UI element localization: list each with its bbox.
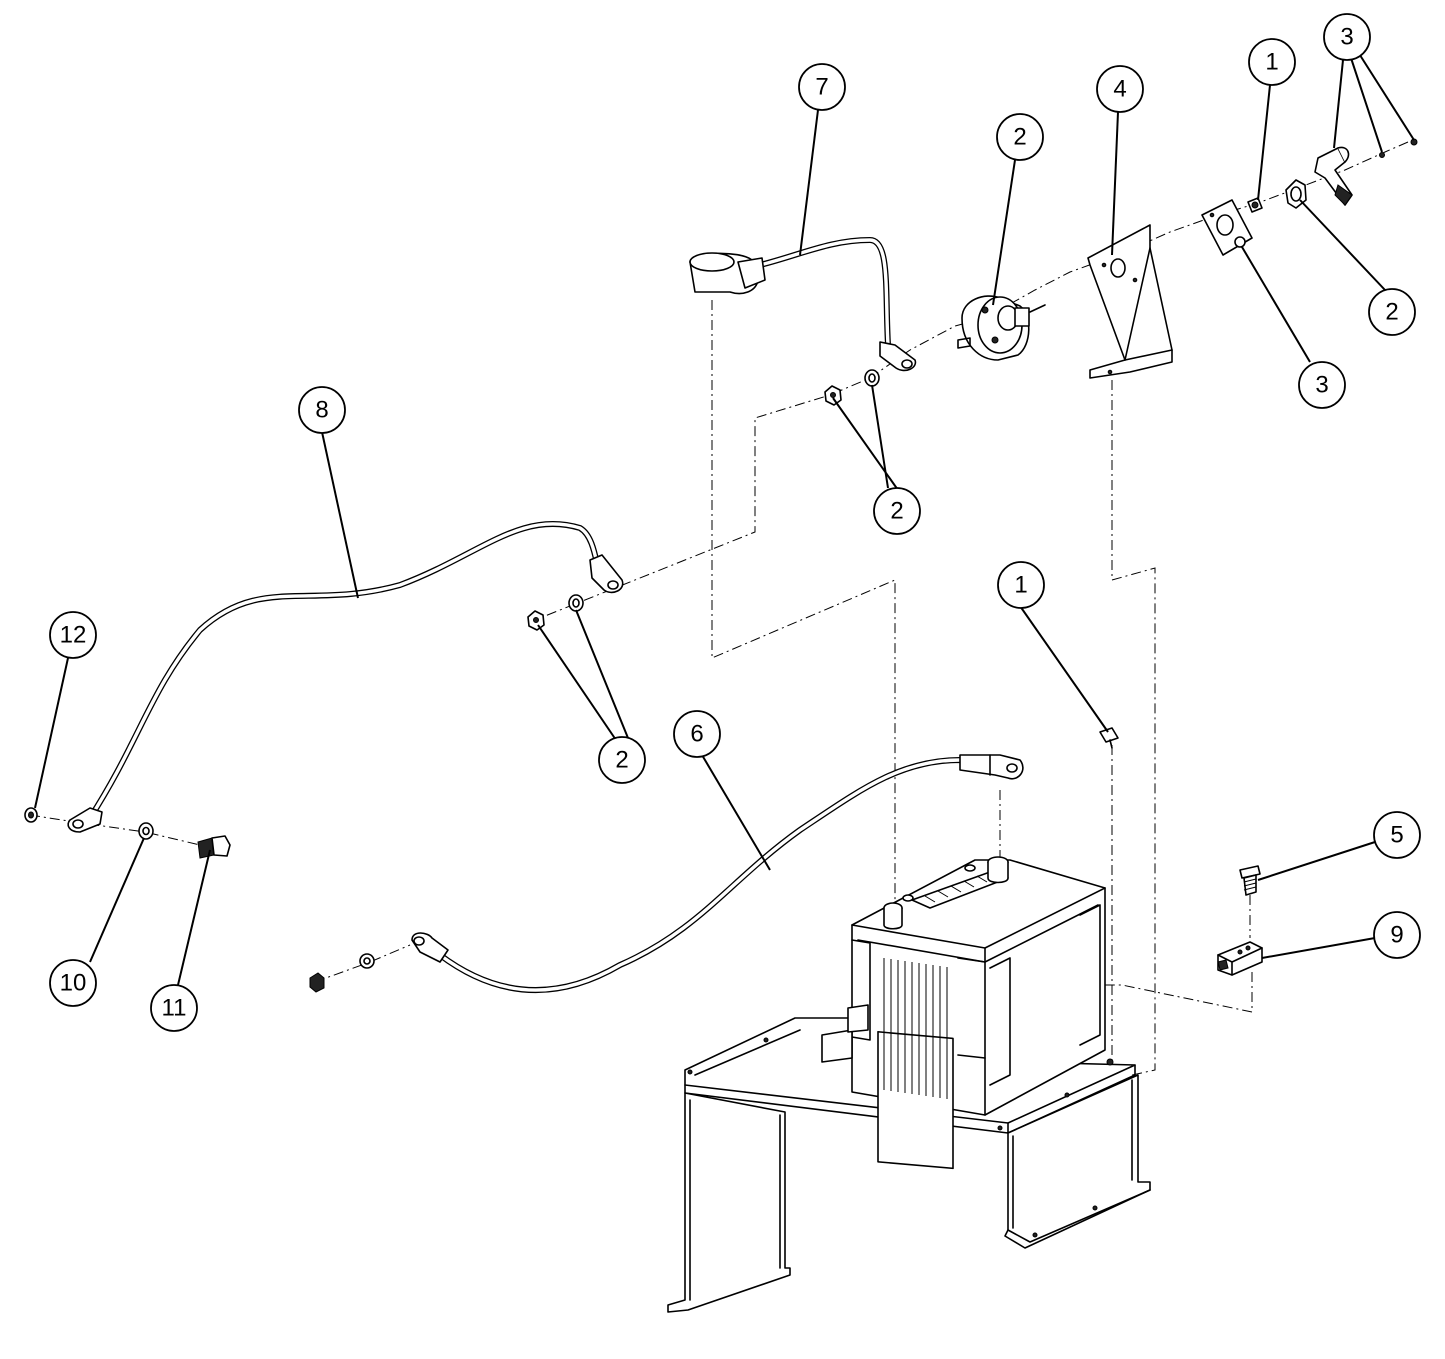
callout-2-lower-pair-label: 2 (615, 747, 628, 774)
switch-plate-3 (1201, 199, 1253, 256)
callout-8-label: 8 (315, 397, 328, 424)
callout-2-switch-label: 2 (1013, 124, 1026, 151)
callout-11-label: 11 (162, 995, 187, 1022)
callout-1-top: 1 (1248, 38, 1296, 86)
callout-4-label: 4 (1113, 76, 1126, 103)
alignment-lines (29, 141, 1409, 1095)
callout-5-label: 5 (1390, 822, 1403, 849)
callout-10-label: 10 (60, 970, 87, 997)
battery (821, 856, 1106, 1170)
callout-5: 5 (1373, 811, 1421, 859)
cable-6 (411, 754, 1024, 994)
callout-3-plate: 3 (1298, 361, 1346, 409)
nut-washer-pair-lower (527, 594, 584, 631)
disconnect-key-3 (1314, 138, 1418, 206)
screw-5 (1239, 865, 1261, 896)
callout-2-lower-pair: 2 (598, 736, 646, 784)
nut-washer-pair-upper (824, 369, 880, 406)
washer-12 (24, 807, 38, 823)
disconnect-switch (957, 295, 1046, 361)
callout-10: 10 (49, 959, 97, 1007)
callout-1-lower-label: 1 (1014, 572, 1027, 599)
screw-1-top (1247, 197, 1263, 213)
callout-7-label: 7 (815, 74, 828, 101)
mounting-bracket-4 (1087, 224, 1173, 379)
callout-1-lower: 1 (997, 561, 1045, 609)
callout-9-label: 9 (1390, 922, 1403, 949)
callout-3-key-label: 3 (1340, 24, 1353, 51)
cable-8 (67, 520, 624, 833)
callout-7: 7 (798, 63, 846, 111)
leader-lines (34, 51, 1415, 986)
cable-7 (689, 236, 917, 372)
callout-9: 9 (1373, 911, 1421, 959)
callout-8: 8 (298, 386, 346, 434)
clip-9 (1217, 941, 1263, 976)
callout-2-upper-pair: 2 (873, 487, 921, 535)
callout-3-plate-label: 3 (1315, 372, 1328, 399)
callout-2-upper-pair-label: 2 (890, 498, 903, 525)
callout-2-hexnut-label: 2 (1385, 299, 1398, 326)
washer-10 (138, 822, 154, 840)
callout-12: 12 (49, 611, 97, 659)
callout-12-label: 12 (60, 622, 87, 649)
callout-11: 11 (150, 984, 198, 1032)
nut-washer-cable-6 (309, 953, 375, 993)
callout-2-hexnut: 2 (1368, 288, 1416, 336)
callout-1-top-label: 1 (1265, 49, 1278, 76)
callout-4: 4 (1096, 65, 1144, 113)
bolt-11 (197, 835, 231, 859)
callout-2-switch: 2 (996, 113, 1044, 161)
callout-3-key: 3 (1323, 13, 1371, 61)
callout-6: 6 (673, 710, 721, 758)
callout-6-label: 6 (690, 721, 703, 748)
screw-1-lower (1099, 727, 1119, 749)
